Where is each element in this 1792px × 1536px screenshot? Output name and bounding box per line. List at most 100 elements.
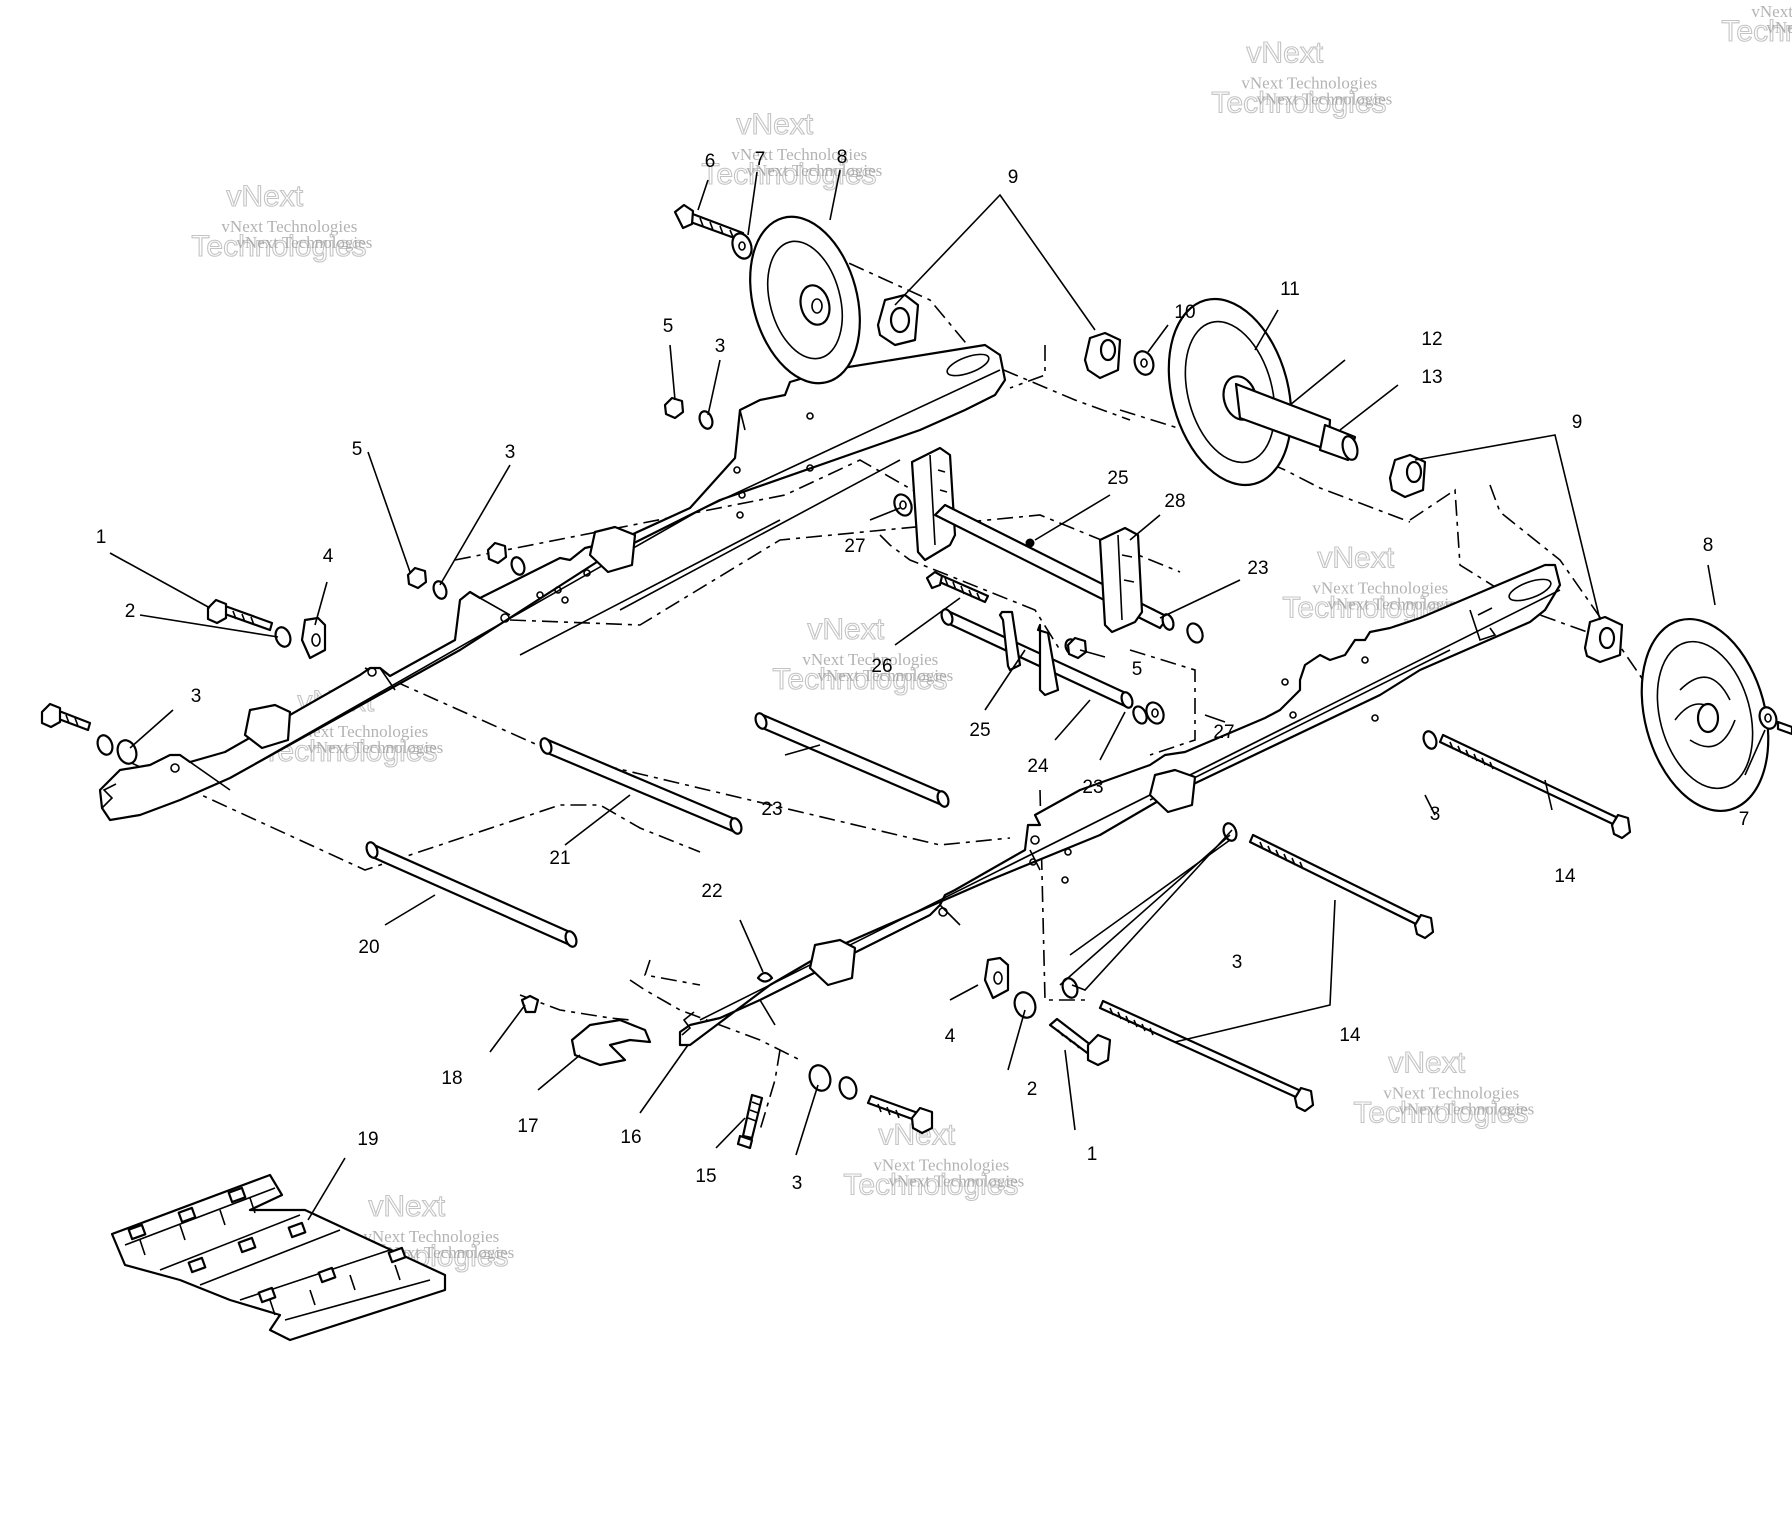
right-slide-rail [678,563,1562,1047]
watermark-text: Technologies [1211,87,1386,120]
watermark-text: vNext Technologies [802,650,938,669]
track-section-19 [110,1173,447,1342]
watermark-text: vNext [1317,542,1394,575]
watermark-text: Technologies [1353,1097,1528,1130]
callout-27: 27 [1213,722,1234,743]
watermark-text: vNext Technologies [888,1171,1024,1190]
watermark-text: vNext Technologies [221,217,357,236]
watermark-text: vNext Technologies [1241,74,1377,93]
leader-lines [109,169,1766,1221]
callout-24: 24 [1027,756,1049,777]
rear-idler-assembly [673,203,1792,813]
callout-3: 3 [1430,804,1441,825]
cross-shafts [365,712,950,948]
shaft-21 [539,737,743,835]
watermark-text: vNext Technologies [1312,579,1448,598]
watermark-text: vNext Technologies [292,722,428,741]
shaft-23-front [754,712,950,808]
watermark-text: vNext [736,108,813,141]
callout-4: 4 [945,1026,956,1047]
watermark-text: vNext Technologies [731,145,867,164]
callout-10: 10 [1174,302,1195,323]
callout-6: 6 [705,151,716,172]
watermark-text: vNext Technologies [307,738,443,757]
watermark-text: Technologies [191,230,366,263]
callout-18: 18 [441,1068,462,1089]
callout-5: 5 [1132,659,1143,680]
callout-25: 25 [969,720,990,741]
watermark-text: vNext Technologies [1751,2,1792,21]
callout-7: 7 [755,149,766,170]
watermark-text: vNext Technologies [1383,1084,1519,1103]
watermark-text: vNext Technologies [1327,595,1463,614]
watermark-stamp: vNext vNext TechnologiesTechnologiesvNext… [701,108,882,192]
callout-1: 1 [96,527,107,548]
watermark-text: vNext Technologies [1398,1100,1534,1119]
callout-16: 16 [620,1127,641,1148]
callout-21: 21 [549,848,570,869]
watermark-text: vNext Technologies [363,1227,499,1246]
watermark-text: Technologies [843,1168,1018,1201]
watermark-text: Technologies [701,158,876,191]
front-torque-arm [893,446,1204,725]
callout-23: 23 [761,799,782,820]
callout-3: 3 [191,686,202,707]
callout-2: 2 [125,601,136,622]
callout-13: 13 [1421,367,1442,388]
callout-25: 25 [1107,468,1128,489]
callout-5: 5 [352,439,363,460]
callout-5: 5 [663,316,674,337]
watermark-text: vNext Technologies [1256,90,1392,109]
callout-27: 27 [844,536,865,557]
callout-11: 11 [1280,279,1300,300]
watermark-stamp: vNext vNext TechnologiesTechnologiesvNext… [772,613,953,697]
watermark-text: vNext [226,180,303,213]
callout-26: 26 [871,656,892,677]
callout-22: 22 [701,881,722,902]
watermark-text: vNext [807,613,884,646]
watermark-text: Technologies [1721,15,1792,48]
callout-1: 1 [1087,1144,1098,1165]
callout-8: 8 [837,147,848,168]
callout-7: 7 [1739,809,1750,830]
callout-20: 20 [358,937,379,958]
callout-15: 15 [695,1166,716,1187]
left-slide-rail [98,343,1007,822]
watermark-text: vNext [368,1190,445,1223]
watermark-text: Technologies [772,663,947,696]
callout-9: 9 [1008,167,1019,188]
watermark-text: vNext [1246,37,1323,70]
callout-28: 28 [1164,491,1185,512]
shaft-20 [365,841,578,948]
callout-3: 3 [792,1173,803,1194]
callout-14: 14 [1339,1025,1361,1046]
watermark-stamp: vNext vNext TechnologiesTechnologiesvNext… [1211,36,1392,120]
callout-labels: 6 7 8 9 10 11 12 13 9 8 7 5 3 5 3 25 28 … [96,147,1750,1194]
watermark-text: vNext Technologies [236,233,372,252]
callout-3: 3 [505,442,516,463]
callout-3: 3 [715,336,726,357]
callout-14: 14 [1554,866,1576,887]
callout-3: 3 [1232,952,1243,973]
callout-23: 23 [1082,777,1103,798]
callout-2: 2 [1027,1079,1038,1100]
watermark-text: vNext Technologies [873,1155,1009,1174]
watermark-stamp: vNext vNext TechnologiesTechnologiesvNext… [191,179,372,263]
callout-8: 8 [1703,535,1714,556]
watermark-text: vNext [1388,1047,1465,1080]
watermark-text: vNext Technologies [378,1243,514,1262]
fasteners [40,396,1438,1150]
callout-17: 17 [517,1116,538,1137]
callout-4: 4 [323,546,334,567]
watermark-text: vNext Technologies [1766,18,1792,37]
watermark-stamp: vNext vNext TechnologiesTechnologiesvNext… [1353,1046,1534,1130]
callout-12: 12 [1421,329,1442,350]
watermark-text: vNext Technologies [746,161,882,180]
watermark-text: vNext Technologies [817,666,953,685]
callout-19: 19 [357,1129,378,1150]
